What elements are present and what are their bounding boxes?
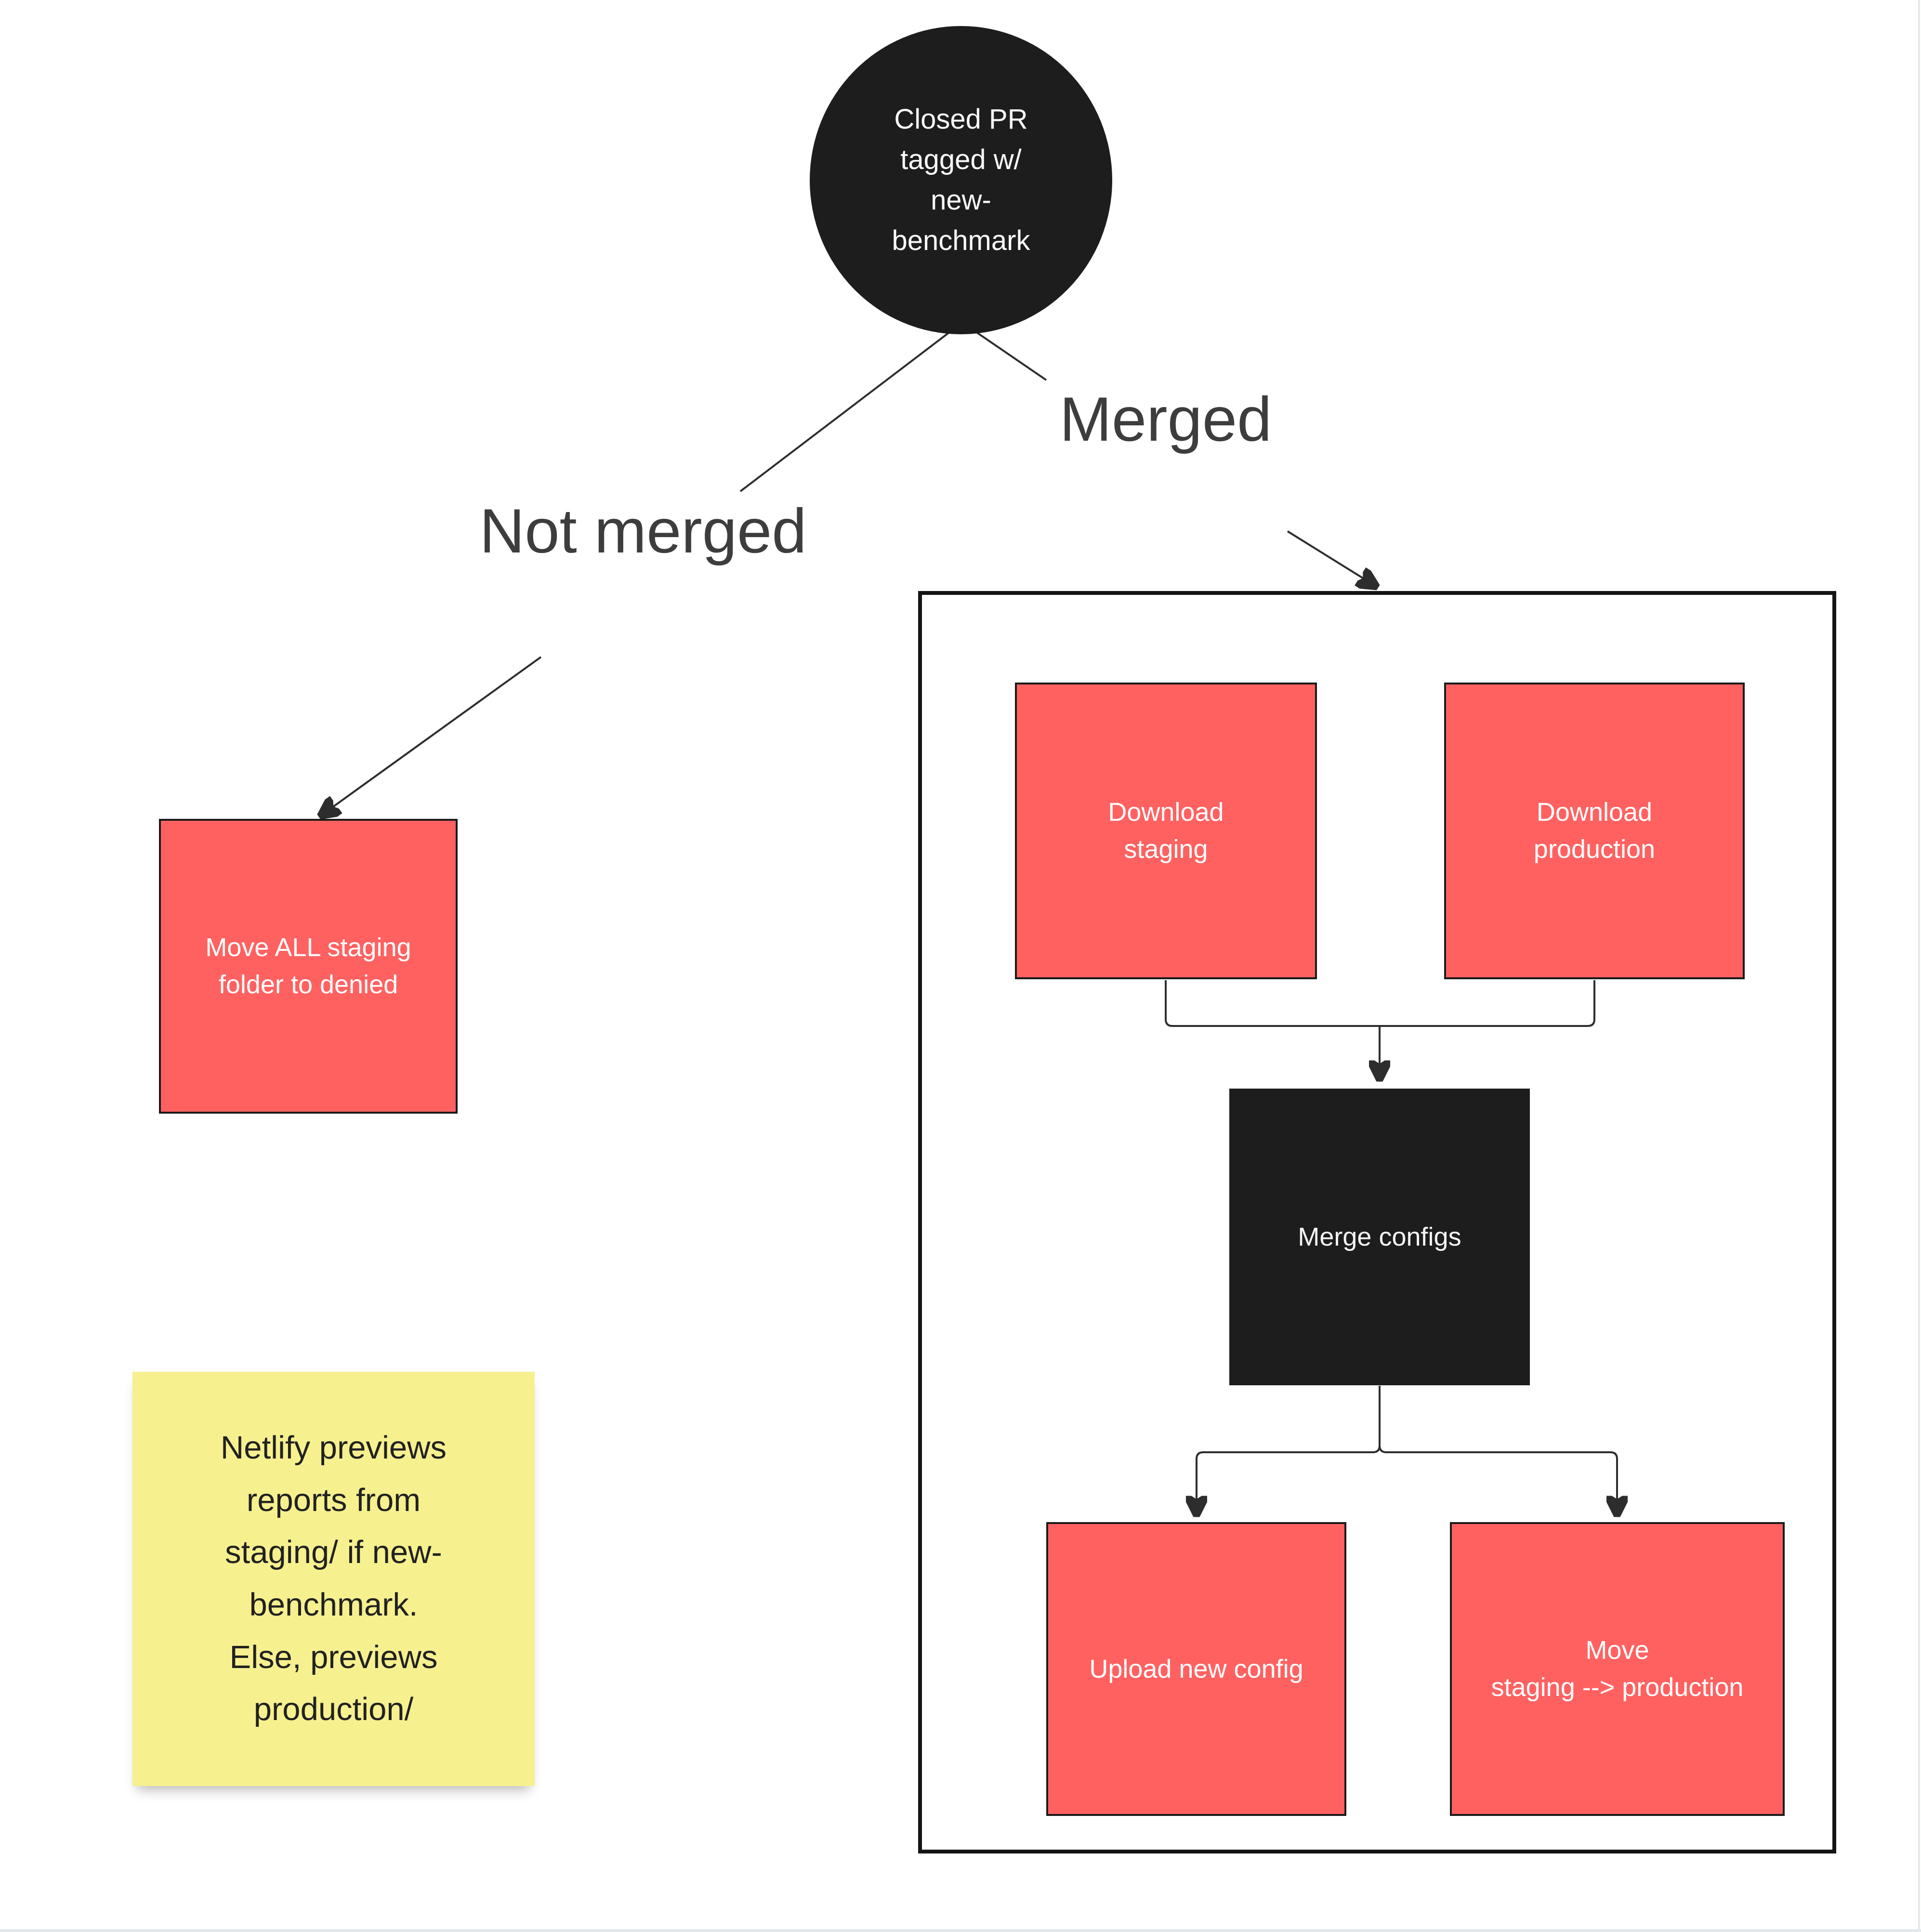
branch-label-merged[interactable]: Merged bbox=[1059, 384, 1272, 454]
canvas-right-edge bbox=[1918, 0, 1920, 1932]
node-move-staging-to-production[interactable]: Move staging --> production bbox=[1450, 1522, 1785, 1816]
node-download-production[interactable]: Download production bbox=[1444, 683, 1745, 979]
node-merge-configs[interactable]: Merge configs bbox=[1229, 1089, 1530, 1385]
node-move-staging-to-denied[interactable]: Move ALL staging folder to denied bbox=[159, 819, 458, 1114]
sticky-note-netlify-previews[interactable]: Netlify previews reports from staging/ i… bbox=[132, 1372, 535, 1786]
node-download-staging[interactable]: Download staging bbox=[1015, 683, 1317, 979]
edge-start-to-notmerged-lower bbox=[320, 656, 542, 816]
edge-start-to-notmerged-upper bbox=[739, 322, 963, 492]
canvas-bottom-edge bbox=[0, 1929, 1921, 1932]
branch-label-not-merged[interactable]: Not merged bbox=[479, 496, 807, 566]
node-upload-new-config[interactable]: Upload new config bbox=[1046, 1522, 1346, 1816]
edge-start-to-merged-lower bbox=[1287, 530, 1377, 587]
start-node-closed-pr[interactable]: Closed PR tagged w/ new- benchmark bbox=[810, 26, 1112, 334]
